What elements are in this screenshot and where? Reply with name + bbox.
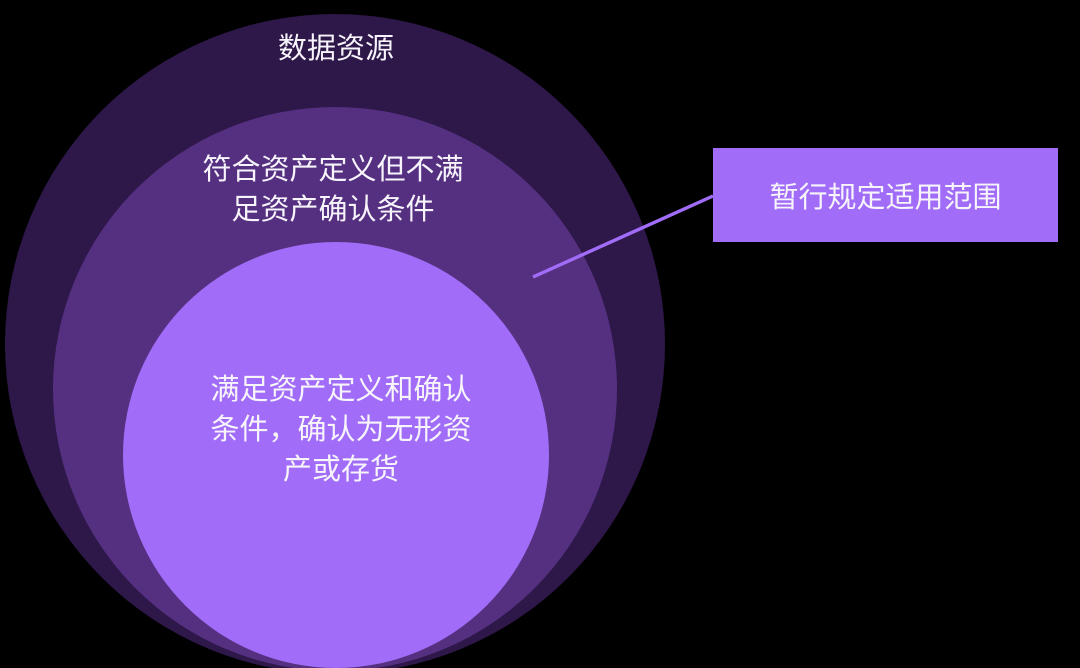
callout-box: 暂行规定适用范围 [713,148,1058,242]
outer-circle-label: 数据资源 [277,33,395,65]
middle-circle-label-line2: 足资产确认条件 [231,194,435,226]
inner-circle-label-line2: 条件，确认为无形资 [210,414,472,446]
middle-circle-label-line1: 符合资产定义但不满 [202,154,464,186]
middle-circle-label: 符合资产定义但不满 足资产确认条件 [202,150,463,230]
callout-label: 暂行规定适用范围 [769,182,1002,214]
inner-circle [123,242,549,668]
inner-circle-label-line1: 满足资产定义和确认 [210,374,472,406]
inner-circle-label-line3: 产或存货 [282,454,400,486]
inner-circle-label: 满足资产定义和确认 条件，确认为无形资 产或存货 [210,370,471,490]
callout-leader-line [532,194,714,279]
